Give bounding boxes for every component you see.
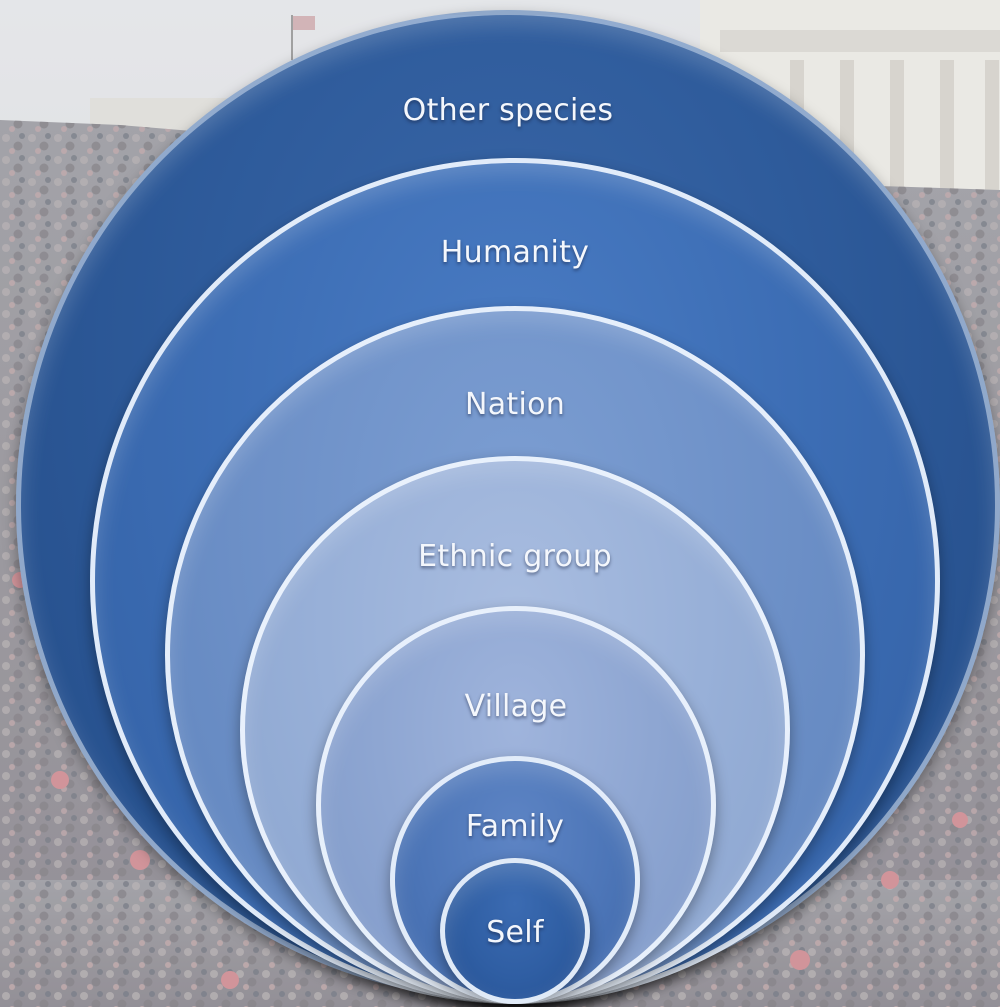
circle-self: Self	[440, 858, 590, 1004]
label-other-species: Other species	[402, 93, 614, 128]
label-family: Family	[465, 809, 565, 844]
label-ethnic-group: Ethnic group	[418, 539, 612, 574]
flag	[293, 16, 315, 30]
label-village: Village	[464, 689, 568, 724]
label-humanity: Humanity	[440, 235, 590, 270]
label-nation: Nation	[464, 387, 566, 422]
label-self: Self	[486, 915, 544, 950]
